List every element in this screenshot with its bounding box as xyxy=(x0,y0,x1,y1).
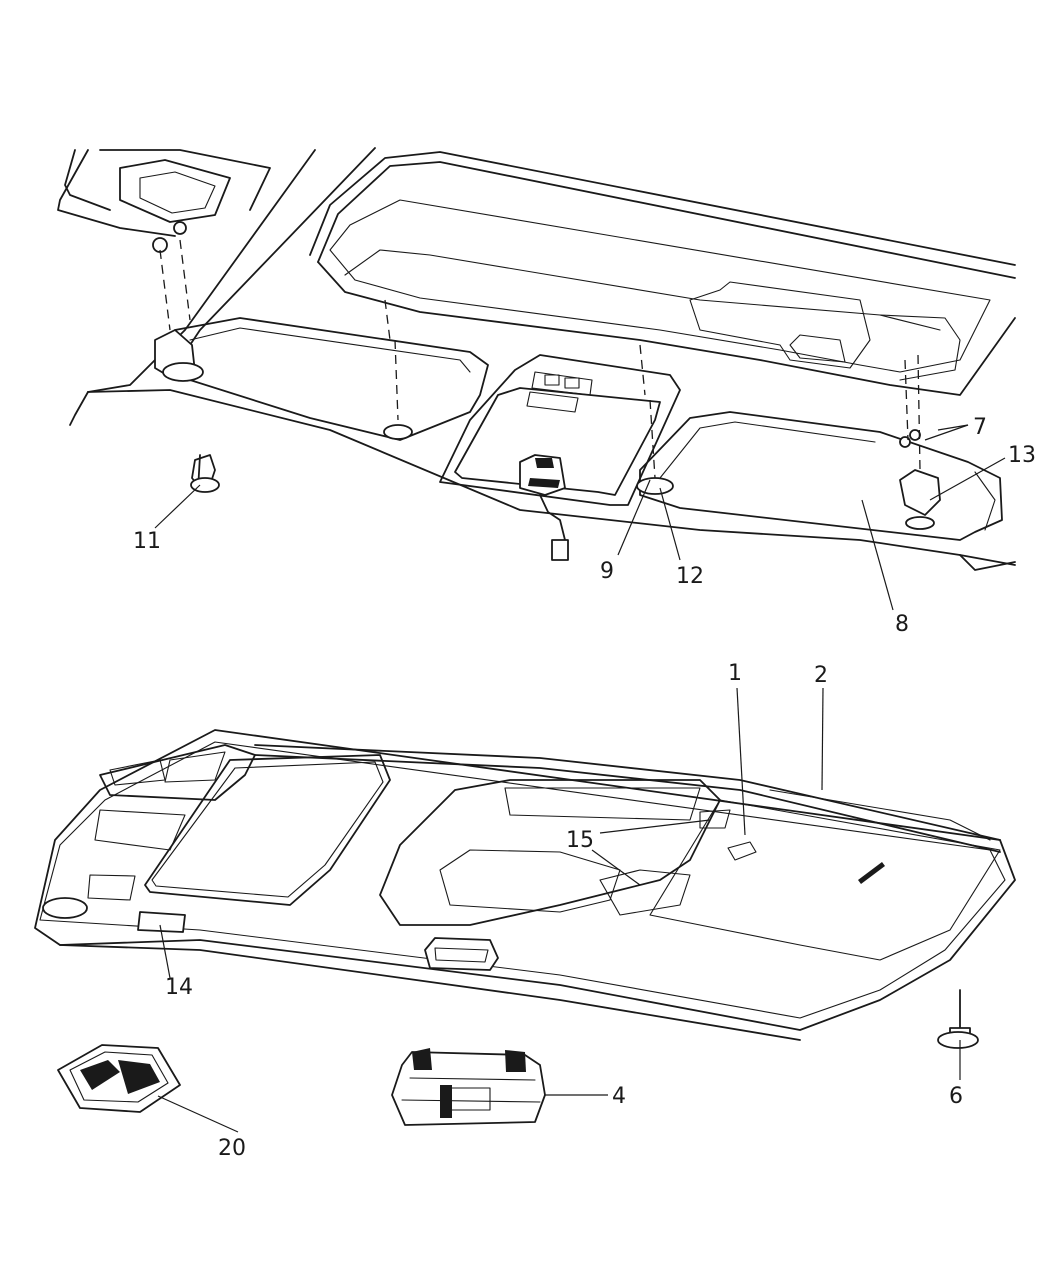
headliner-lower-view xyxy=(34,729,1016,1041)
callout-8: 8 xyxy=(895,612,909,637)
callout-11: 11 xyxy=(133,529,161,554)
callout-9: 9 xyxy=(600,559,614,584)
callout-1: 1 xyxy=(728,661,742,686)
callout-4: 4 xyxy=(612,1084,626,1109)
overhead-console-part xyxy=(391,1048,546,1126)
callout-2: 2 xyxy=(814,663,828,688)
callout-6: 6 xyxy=(949,1084,963,1109)
leader-lines xyxy=(154,424,1006,1133)
push-pin-fastener xyxy=(937,989,979,1049)
callout-14: 14 xyxy=(165,975,193,1000)
callout-20: 20 xyxy=(218,1136,246,1161)
callout-15: 15 xyxy=(566,828,594,853)
callout-labels: 1 2 15 14 20 4 6 7 13 11 9 12 8 xyxy=(133,415,1036,1161)
roof-assembly-upper-view xyxy=(57,147,1016,571)
bin-cover-part xyxy=(57,1044,181,1113)
callout-13: 13 xyxy=(1008,443,1036,468)
callout-12: 12 xyxy=(676,564,704,589)
callout-7: 7 xyxy=(973,415,987,440)
